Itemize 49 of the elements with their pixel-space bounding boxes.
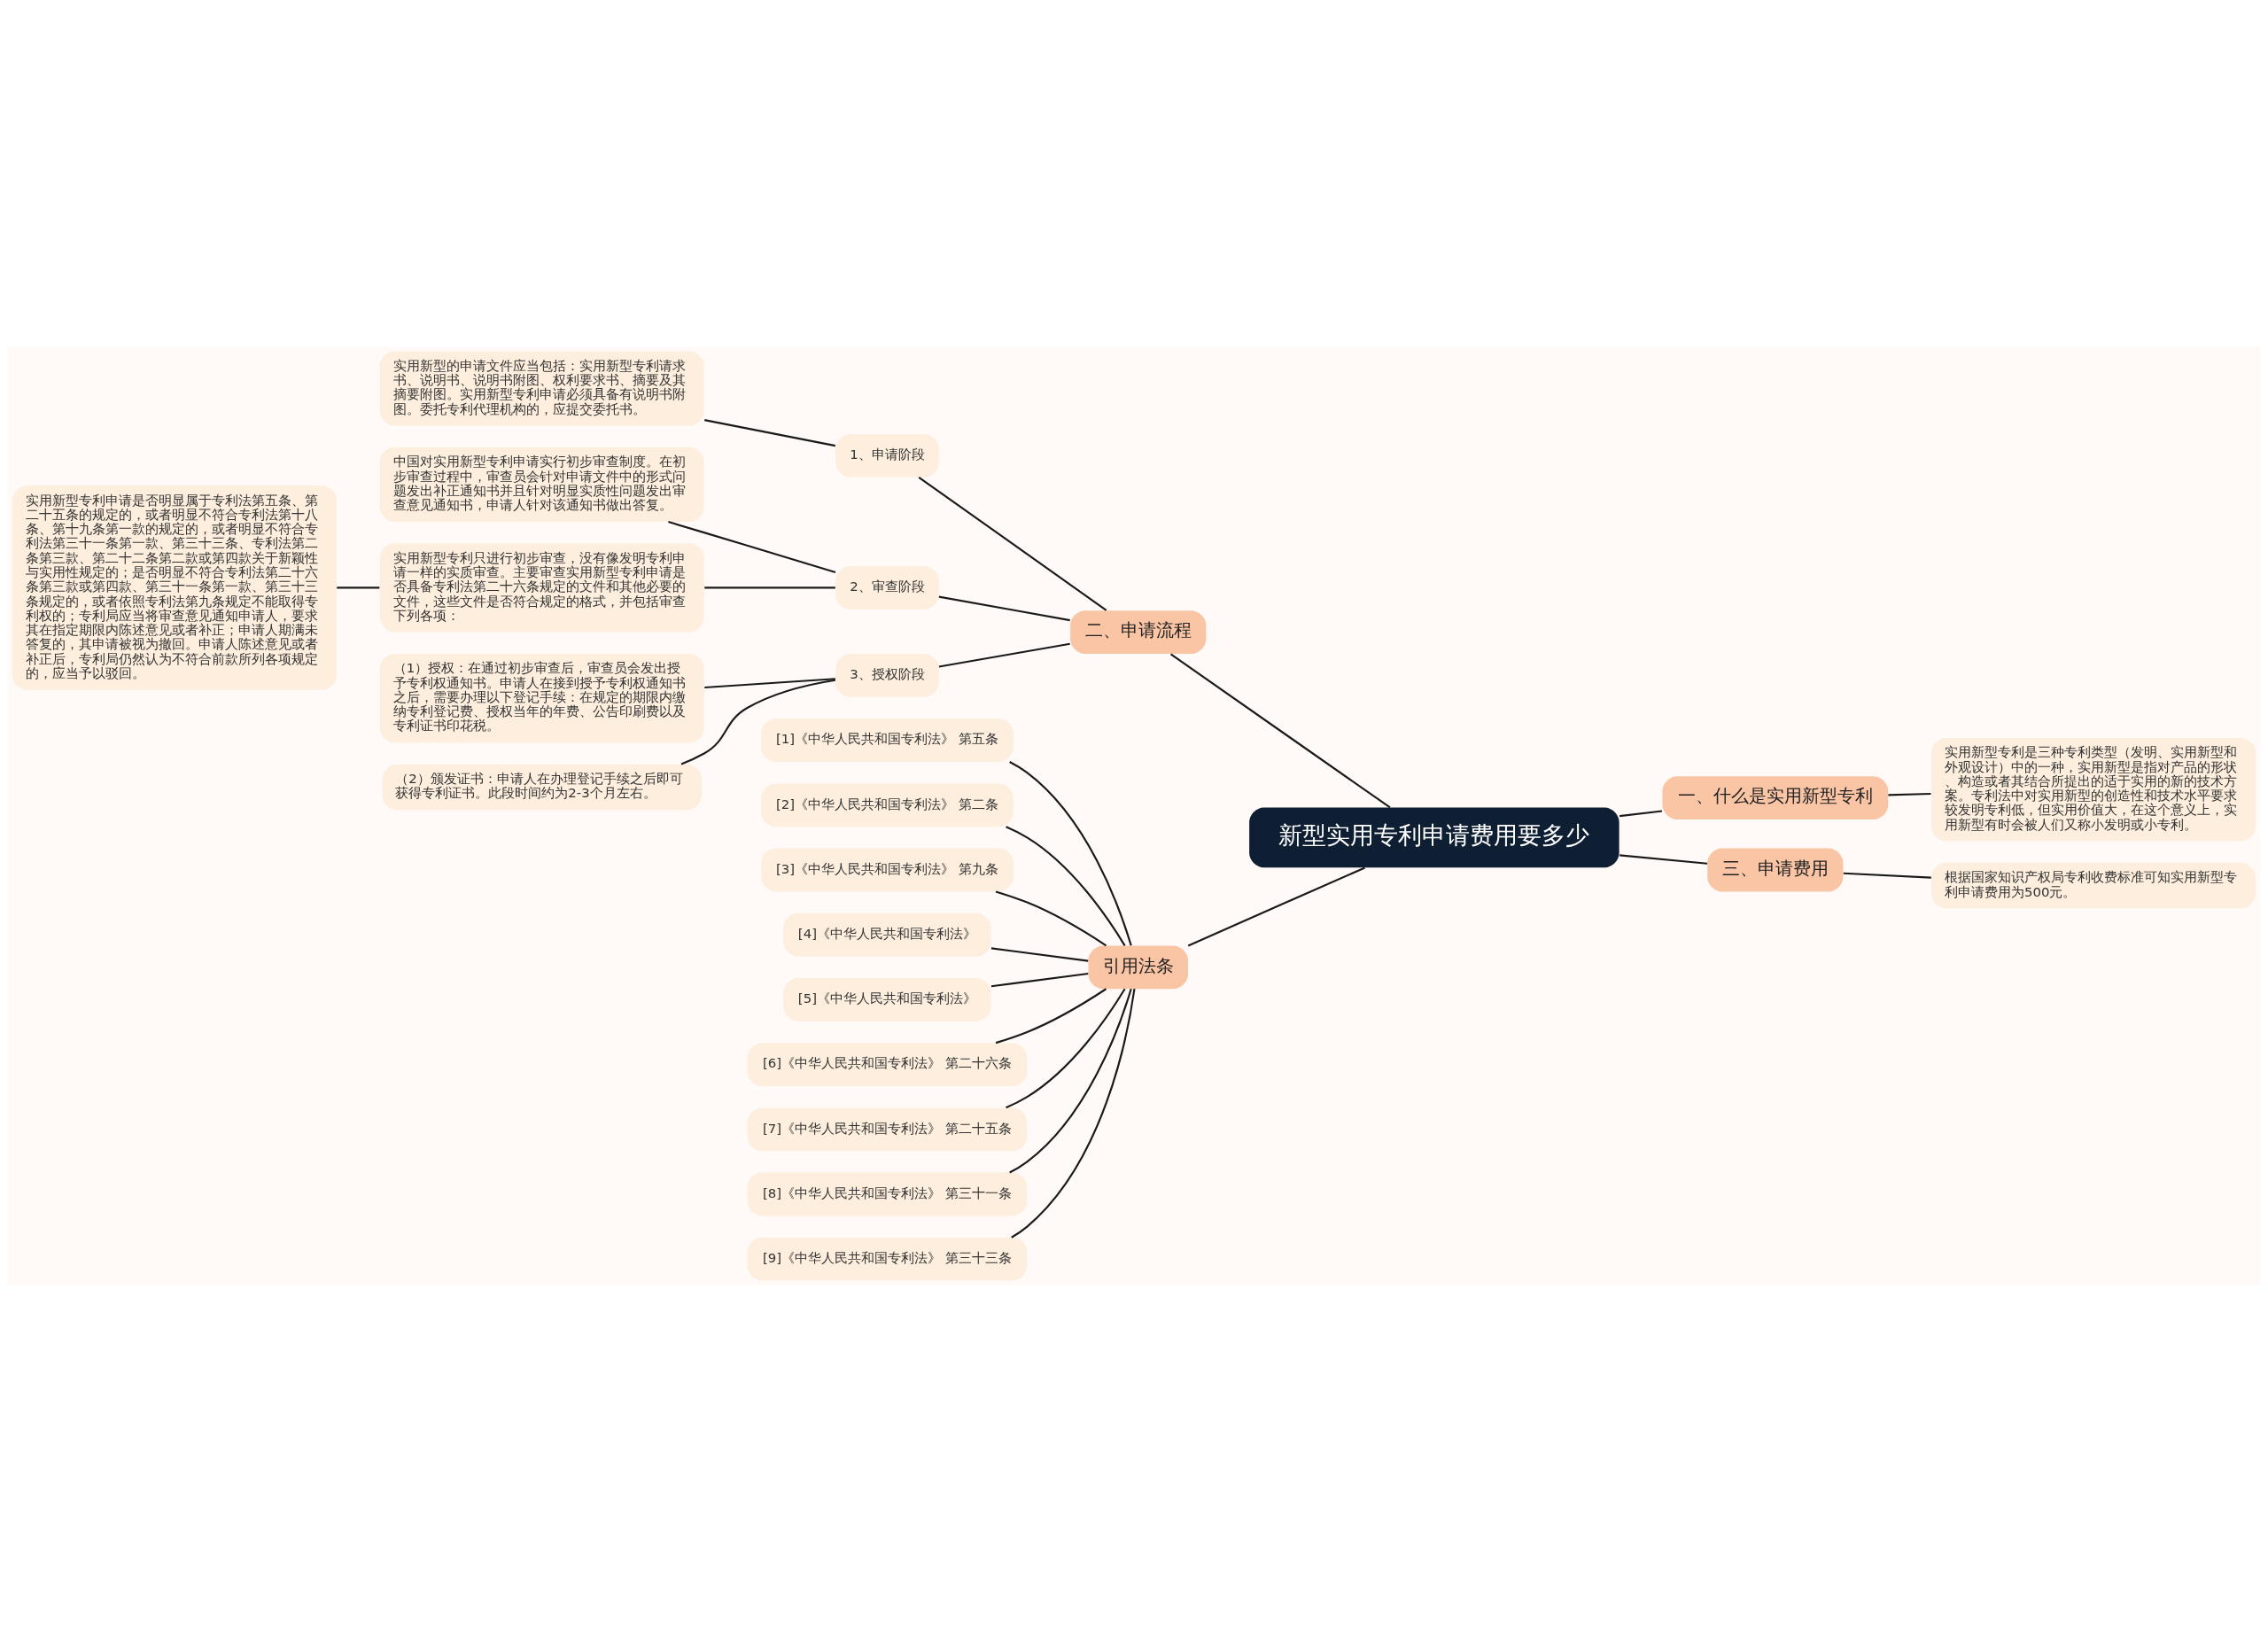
connector: [1619, 809, 1663, 817]
connector: [1888, 792, 1931, 796]
node-box: 2、审查阶段: [835, 565, 939, 610]
node-box: 中国对实用新型专利申请实行初步审查制度。在初步审查过程中，审查员会针对申请文件中的形式问题发出补正通知书并且针对明显实质性问题发出审查意见通知书，申请人针对该通知书做出答复。: [379, 447, 704, 522]
connector: [1011, 988, 1136, 1239]
connector: [990, 946, 1089, 962]
node-box: [2]《中华人民共和国专利法》 第二条: [761, 782, 1014, 827]
node-box: （2）颁发证书：申请人在办理登记手续之后即可获得专利证书。此段时间约为2-3个月左右。: [382, 764, 702, 810]
node-box: [8]《中华人民共和国专利法》 第三十一条: [747, 1172, 1028, 1215]
node-box: 引用法条: [1088, 944, 1188, 989]
connector: [704, 677, 835, 688]
node-box: 3、授权阶段: [835, 653, 939, 697]
connector: [1006, 988, 1126, 1108]
node-box: 新型实用专利申请费用要多少: [1249, 807, 1619, 867]
node-box: 1、申请阶段: [835, 433, 939, 478]
connector: [918, 476, 1107, 611]
node-box: [4]《中华人民共和国专利法》: [783, 913, 991, 957]
connector: [995, 987, 1107, 1044]
connector: [680, 679, 835, 765]
connector: [990, 972, 1089, 987]
connector: [337, 586, 380, 589]
connector: [704, 586, 835, 589]
node-box: [9]《中华人民共和国专利法》 第三十三条: [747, 1237, 1028, 1281]
node-box: [7]《中华人民共和国专利法》 第二十五条: [747, 1107, 1028, 1151]
connector: [1169, 653, 1391, 808]
node-box: （1）授权：在通过初步审查后，审查员会发出授予专利权通知书。申请人在接到授予专利权通知书之后，需要办理以下登记手续：在规定的期限内缴纳专利登记费、授权当年的年费、公告印刷费以及专利证书印花税。: [379, 653, 704, 742]
connector: [1006, 825, 1126, 946]
node-box: [5]《中华人民共和国专利法》: [783, 977, 991, 1021]
node-box: [3]《中华人民共和国专利法》 第九条: [761, 848, 1014, 891]
node-box: 实用新型专利只进行初步审查，没有像发明专利申请一样的实质审查。主要审查实用新型专利申请是否具备专利法第二十六条规定的文件和其他必要的文件，这些文件是否符合规定的格式，并包括审查下列各项：: [379, 542, 704, 633]
node-box: 三、申请费用: [1707, 848, 1844, 891]
connector: [938, 642, 1070, 668]
connector: [1009, 988, 1132, 1174]
connector: [1619, 853, 1708, 865]
node-box: 一、什么是实用新型专利: [1662, 775, 1889, 819]
node-box: [6]《中华人民共和国专利法》 第二十六条: [747, 1042, 1028, 1086]
connector: [995, 889, 1107, 946]
node-box: 二、申请流程: [1070, 610, 1207, 654]
connector: [1009, 760, 1132, 946]
connector: [704, 418, 836, 447]
connector: [668, 520, 836, 573]
connector: [1843, 872, 1931, 879]
node-box: 实用新型专利是三种专利类型（发明、实用新型和外观设计）中的一种，实用新型是指对产品的形状、构造或者其结合所提出的适于实用的新的技术方案。专利法中对实用新型的创造性和技术水平要求较发明专利低，但实用价值大，在这个意义上，实用新型有时会被人们又称小发明或小专利。: [1931, 737, 2256, 841]
node-box: [1]《中华人民共和国专利法》 第五条: [761, 718, 1014, 762]
node-box: 实用新型的申请文件应当包括：实用新型专利请求书、说明书、说明书附图、权利要求书、摘要及其摘要附图。实用新型专利申请必须具备有说明书附图。委托专利代理机构的，应提交委托书。: [379, 350, 704, 425]
connector: [938, 595, 1070, 621]
connector: [1187, 866, 1365, 946]
node-box: 根据国家知识产权局专利收费标准可知实用新型专利申请费用为500元。: [1931, 862, 2256, 908]
node-box: 实用新型专利申请是否明显属于专利法第五条、第二十五条的规定的，或者明显不符合专利法第十八条、第十九条第一款的规定的，或者明显不符合专利法第三十一条第一款、第三十三条、专利法第二条第三款、第二十二条第二款或第四款关于新颖性与实用性规定的；是否明显不符合专利法第二十六条第三款或第四款、第三十一条第一款、第三十三条规定的，或者依照专利法第九条规定不能取得专利权的；专利局应当将审查意见通知申请人，要求其在指定期限内陈述意见或者补正；申请人期满未答复的，其申请被视为撤回。申请人陈述意见或者补正后，专利局仍然认为不符合前款所列各项规定的，应当予以驳回。: [12, 485, 337, 690]
